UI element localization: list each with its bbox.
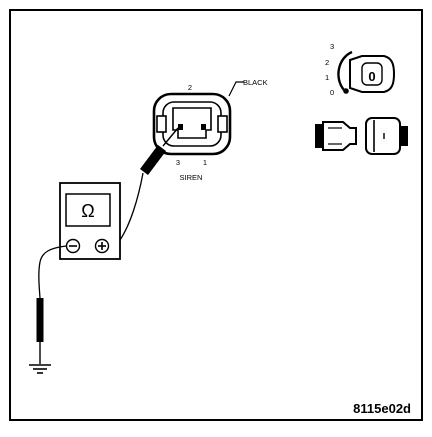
male-connector-half	[322, 121, 357, 151]
connector-tab-left	[156, 115, 167, 133]
ignition-position-0: 0	[330, 88, 334, 97]
probe-tip	[162, 127, 179, 147]
pin-1	[201, 124, 206, 130]
ohmmeter: Ω	[59, 182, 121, 260]
terminal-cavity	[172, 107, 212, 139]
ignition-indicator-dot	[343, 88, 349, 94]
pin-left-number: 3	[176, 158, 180, 167]
ground-wire	[38, 245, 67, 299]
connector-name-label: SIREN	[180, 173, 203, 182]
ignition-position-1: 1	[325, 73, 329, 82]
connector-color-label: BLACK	[243, 78, 268, 87]
wire-stub-left	[315, 124, 323, 148]
female-connector-half	[365, 117, 401, 155]
ignition-position-3: 3	[330, 42, 334, 51]
ignition-arc	[337, 50, 353, 91]
color-label-leader	[228, 81, 244, 97]
display-ohm-symbol: Ω	[81, 201, 94, 221]
pin-top-number: 2	[188, 83, 192, 92]
ground-lead	[29, 245, 67, 374]
probe-handle	[140, 145, 166, 175]
connector-tab-right	[217, 115, 228, 133]
ignition-switch: 3 2 1 0 0	[325, 42, 396, 97]
key-symbol: 0	[368, 69, 375, 84]
inline-connector	[315, 117, 408, 155]
siren-connector: 2 3 1 SIREN BLACK	[152, 78, 268, 182]
ground-probe-handle	[36, 298, 44, 342]
wire-stub-right	[400, 126, 408, 146]
ignition-position-2: 2	[325, 58, 329, 67]
key-face	[361, 62, 383, 86]
pin-3	[178, 124, 183, 130]
connector-outer-shell	[152, 92, 232, 156]
meter-display	[65, 193, 111, 227]
figure-border	[9, 9, 423, 421]
pin-right-number: 1	[203, 158, 207, 167]
figure-code: 8115e02d	[353, 401, 411, 416]
